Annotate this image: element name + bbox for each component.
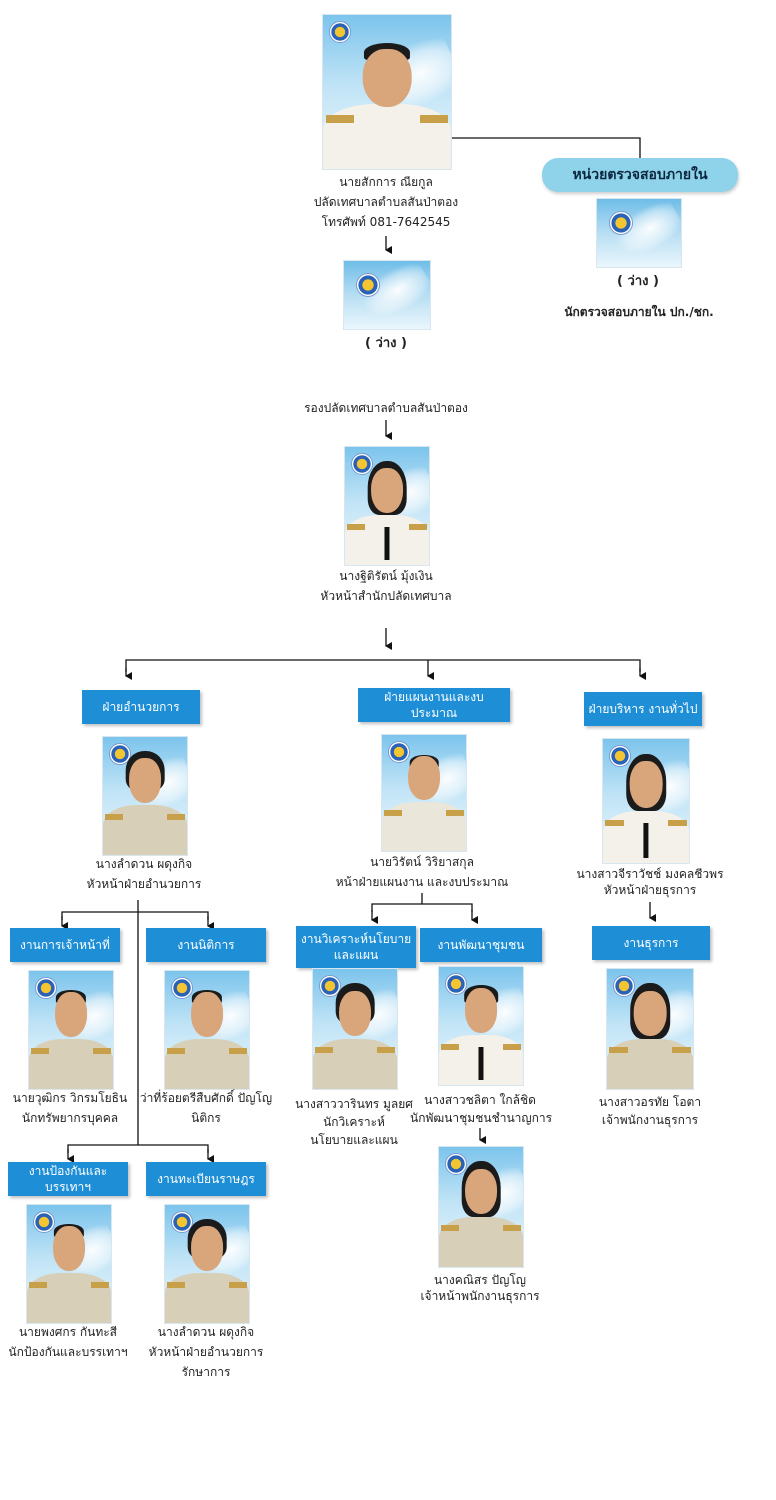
community-staff-name: นางคณิสร ปัญโญ [433, 1273, 527, 1287]
section-disaster-header: งานป้องกันและบรรเทาฯ [8, 1162, 128, 1196]
deputy-vacant-label: ( ว่าง ) [365, 336, 407, 351]
section-community-title: นักพัฒนาชุมชนชำนาญการ [410, 1111, 553, 1125]
section-clerical-title: เจ้าพนักงานธุรการ [601, 1113, 699, 1127]
municipality-logo-icon [171, 1211, 193, 1233]
section-clerical-name: นางสาวอรทัย โอตา [598, 1095, 702, 1109]
section-legal-title: นิติกร [191, 1111, 221, 1125]
municipality-logo-icon [319, 975, 341, 997]
division-general-head-name: นางสาวจีราวัชช์ มงคลชีวพร [576, 867, 724, 881]
division-admin-header: ฝ่ายอำนวยการ [82, 690, 200, 724]
municipality-logo-icon [445, 1153, 467, 1175]
section-registration-header: งานทะเบียนราษฎร [146, 1162, 266, 1196]
municipality-logo-icon [351, 453, 373, 475]
section-disaster-title: นักป้องกันและบรรเทาฯ [8, 1345, 128, 1359]
section-community-header: งานพัฒนาชุมชน [420, 928, 542, 962]
municipality-logo-icon [388, 741, 410, 763]
division-general-head-photo [602, 738, 690, 864]
division-general-header: ฝ่ายบริหาร งานทั่วไป [584, 692, 702, 726]
division-plan-head-photo [381, 734, 467, 852]
community-staff-title: เจ้าหน้าพนักงานธุรการ [420, 1289, 540, 1303]
section-community-name: นางสาวชลิตา ใกล้ชิด [424, 1093, 536, 1107]
audit-vacant-photo [596, 198, 682, 268]
section-legal-header: งานนิติการ [146, 928, 266, 962]
division-admin-head-photo [102, 736, 188, 856]
section-personnel-name: นายวุฒิกร วิกรมโยธิน [12, 1091, 128, 1105]
division-admin-head-title: หัวหน้าฝ่ายอำนวยการ [86, 877, 202, 891]
municipality-logo-icon [445, 973, 467, 995]
division-general-head-title: หัวหน้าฝ่ายธุรการ [603, 883, 697, 897]
audit-position: นักตรวจสอบภายใน ปก./ชก. [564, 305, 714, 319]
section-registration-title1: หัวหน้าฝ่ายอำนวยการ [148, 1345, 264, 1359]
office-head-title: หัวหน้าสำนักปลัดเทศบาล [320, 589, 452, 603]
municipality-logo-icon [171, 977, 193, 999]
section-policy-title2: นโยบายและแผน [310, 1133, 398, 1147]
top-executive-phone: โทรศัพท์ 081-7642545 [321, 215, 451, 229]
top-executive-title: ปลัดเทศบาลตำบลสันป่าตอง [313, 195, 459, 209]
section-policy-photo [312, 968, 398, 1090]
section-personnel-header: งานการเจ้าหน้าที่ [10, 928, 120, 962]
section-clerical-header: งานธุรการ [592, 926, 710, 960]
section-registration-photo [164, 1204, 250, 1324]
section-disaster-photo [26, 1204, 112, 1324]
municipality-logo-icon [329, 21, 351, 43]
municipality-logo-icon [356, 273, 380, 297]
division-plan-head-title: หน้าฝ่ายแผนงาน และงบประมาณ [335, 875, 509, 889]
section-personnel-photo [28, 970, 114, 1090]
municipality-logo-icon [613, 975, 635, 997]
municipality-logo-icon [109, 743, 131, 765]
top-executive-photo [322, 14, 452, 170]
audit-unit-pill: หน่วยตรวจสอบภายใน [542, 158, 738, 192]
section-registration-name: นางลำดวน ผดุงกิจ [157, 1325, 255, 1339]
section-policy-header: งานวิเคราะห์นโยบายและแผน [296, 926, 416, 968]
office-head-name: นางฐิติรัตน์ มุ้งเงิน [339, 569, 433, 583]
section-registration-title2: รักษาการ [181, 1365, 231, 1379]
municipality-logo-icon [609, 211, 633, 235]
section-policy-title1: นักวิเคราะห์ [323, 1115, 385, 1129]
municipality-logo-icon [33, 1211, 55, 1233]
audit-vacant-label: ( ว่าง ) [617, 274, 659, 289]
section-personnel-title: นักทรัพยากรบุคคล [21, 1111, 119, 1125]
section-policy-name: นางสาววารินทร มูลยศ [295, 1097, 413, 1111]
community-staff-photo [438, 1146, 524, 1268]
top-executive-name: นายสักการ ณียกูล [339, 175, 433, 189]
section-disaster-name: นายพงศกร กันทะสี [18, 1325, 118, 1339]
municipality-logo-icon [35, 977, 57, 999]
municipality-logo-icon [609, 745, 631, 767]
section-legal-name: ว่าที่ร้อยตรีสืบศักดิ์ ปัญโญ [139, 1091, 273, 1105]
office-head-photo [344, 446, 430, 566]
division-admin-head-name: นางลำดวน ผดุงกิจ [95, 857, 193, 871]
deputy-vacant-photo [343, 260, 431, 330]
section-community-photo [438, 966, 524, 1086]
division-plan-head-name: นายวิรัตน์ วิริยาสกุล [370, 855, 474, 869]
section-clerical-photo [606, 968, 694, 1090]
deputy-title: รองปลัดเทศบาลตำบลสันป่าตอง [304, 401, 468, 415]
section-legal-photo [164, 970, 250, 1090]
division-plan-header: ฝ่ายแผนงานและงบประมาณ [358, 688, 510, 722]
